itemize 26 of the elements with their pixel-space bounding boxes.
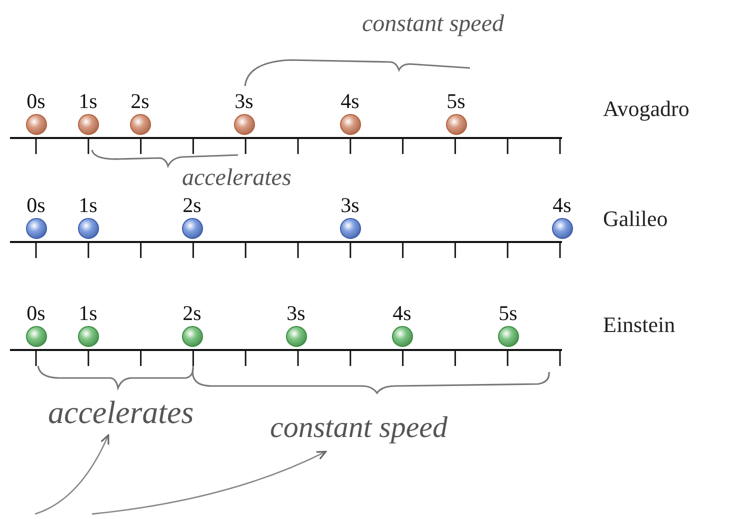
handwritten-note: constant speed xyxy=(362,12,504,36)
row-label: Einstein xyxy=(603,314,676,336)
time-label: 2s xyxy=(182,300,202,326)
time-label: 0s xyxy=(26,192,46,218)
time-label: 4s xyxy=(552,192,572,218)
time-label: 3s xyxy=(340,192,360,218)
time-label: 3s xyxy=(286,300,306,326)
handwritten-note: accelerates xyxy=(48,393,194,432)
time-label: 4s xyxy=(340,88,360,114)
handwritten-note: constant speed xyxy=(270,410,448,446)
time-label: 0s xyxy=(26,88,46,114)
time-label: 1s xyxy=(78,88,98,114)
time-label: 2s xyxy=(130,88,150,114)
handwritten-note: accelerates xyxy=(182,166,292,190)
time-label: 1s xyxy=(78,192,98,218)
row-label: Galileo xyxy=(603,208,668,230)
arrow xyxy=(92,450,327,515)
time-label: 5s xyxy=(446,88,466,114)
time-label: 0s xyxy=(26,300,46,326)
row-label: Avogadro xyxy=(603,98,690,120)
time-label: 4s xyxy=(392,300,412,326)
time-label: 1s xyxy=(78,300,98,326)
time-label: 2s xyxy=(182,192,202,218)
arrow xyxy=(34,434,110,515)
time-label: 3s xyxy=(234,88,254,114)
time-label: 5s xyxy=(498,300,518,326)
